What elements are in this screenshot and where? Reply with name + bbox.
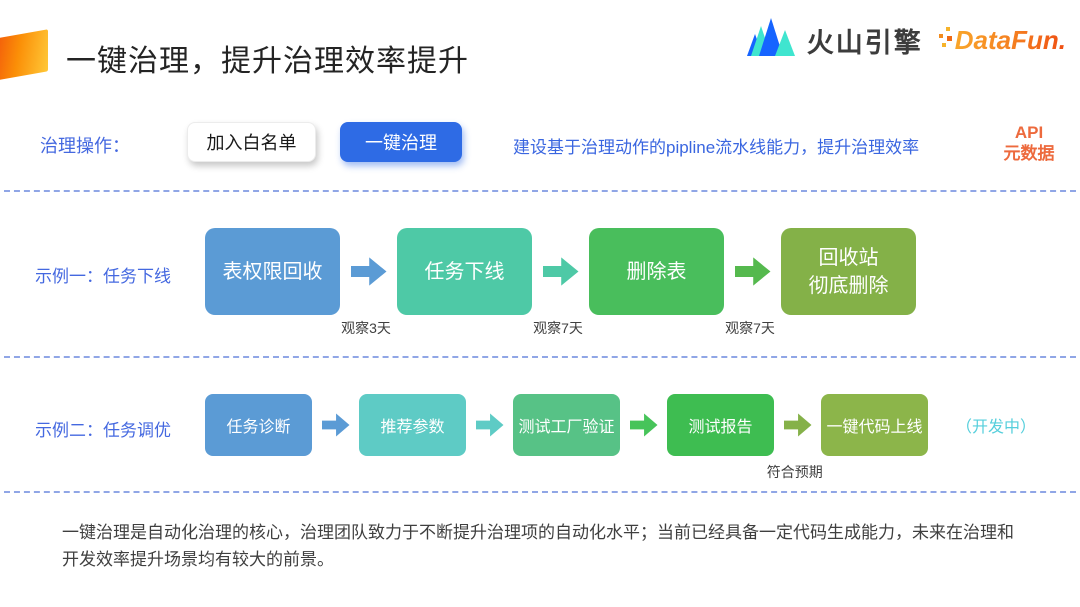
arrow-right-icon [475, 413, 504, 437]
flow-arrow-wrap: 观察7天 [532, 228, 589, 336]
api-metadata-note: API 元数据 [1003, 123, 1055, 163]
flow-step: 回收站 彻底删除 [781, 228, 916, 315]
flow-step: 任务下线 [397, 228, 532, 315]
arrow-caption: 符合预期 [766, 464, 823, 480]
flow-arrow-wrap: 观察3天 [340, 228, 397, 336]
example1-label: 示例一：任务下线 [35, 267, 171, 286]
arrow-right-icon [629, 413, 658, 437]
slide-accent-icon [0, 29, 48, 81]
arrow-right-icon [783, 413, 812, 437]
separator [4, 491, 1076, 493]
example2-row: 示例二：任务调优 任务诊断 推荐参数 测试工厂验证 测试报告 符合预期 一键代码… [0, 394, 1080, 480]
flow-arrow-wrap: 观察7天 [724, 228, 781, 336]
separator [4, 190, 1076, 192]
example1-row: 示例一：任务下线 表权限回收 观察3天 任务下线 观察7天 删除表 观察7天 回… [0, 228, 1080, 338]
separator [4, 356, 1076, 358]
arrow-right-icon [350, 257, 387, 286]
volcano-engine-logo: 火山引擎 [746, 18, 923, 63]
datafun-logo: DataFun. [937, 25, 1066, 56]
flow-arrow-wrap: 符合预期 [767, 394, 823, 480]
example2-label: 示例二：任务调优 [35, 421, 171, 440]
flow-step: 测试报告 [667, 394, 774, 456]
summary-paragraph: 一键治理是自动化治理的核心，治理团队致力于不断提升治理项的自动化水平；当前已经具… [62, 523, 1014, 569]
flow-step: 删除表 [589, 228, 724, 315]
arrow-caption: 观察7天 [725, 320, 775, 336]
volcano-engine-logo-text: 火山引擎 [806, 28, 923, 58]
flow-step: 一键代码上线 [821, 394, 928, 456]
in-development-note: （开发中） [956, 419, 1037, 436]
operations-label: 治理操作： [40, 136, 130, 156]
one-click-governance-button[interactable]: 一键治理 [340, 122, 462, 162]
example2-flow: 任务诊断 推荐参数 测试工厂验证 测试报告 符合预期 一键代码上线 （开发中） [205, 394, 1037, 480]
flow-arrow-wrap [312, 394, 359, 456]
example1-flow: 表权限回收 观察3天 任务下线 观察7天 删除表 观察7天 回收站 彻底删除 [205, 228, 916, 336]
arrow-caption: 观察7天 [533, 320, 583, 336]
datafun-logo-text: DataFun. [954, 25, 1066, 55]
flow-arrow-wrap [620, 394, 667, 456]
flow-step: 测试工厂验证 [513, 394, 620, 456]
arrow-right-icon [321, 413, 350, 437]
operations-row: 治理操作： 加入白名单 一键治理 建设基于治理动作的pipline流水线能力，提… [0, 116, 1080, 168]
pipeline-description: 建设基于治理动作的pipline流水线能力，提升治理效率 [513, 138, 920, 157]
flow-step: 推荐参数 [359, 394, 466, 456]
add-whitelist-button[interactable]: 加入白名单 [187, 122, 316, 162]
page-title: 一键治理，提升治理效率提升 [66, 45, 469, 78]
arrow-right-icon [734, 257, 771, 286]
flow-step: 任务诊断 [205, 394, 312, 456]
arrow-right-icon [542, 257, 579, 286]
flow-step: 表权限回收 [205, 228, 340, 315]
flow-arrow-wrap [466, 394, 513, 456]
logo-area: 火山引擎 DataFun. [746, 18, 1066, 63]
mountain-icon [746, 18, 799, 63]
arrow-caption: 观察3天 [341, 320, 391, 336]
pixel-dots-icon [937, 25, 953, 56]
